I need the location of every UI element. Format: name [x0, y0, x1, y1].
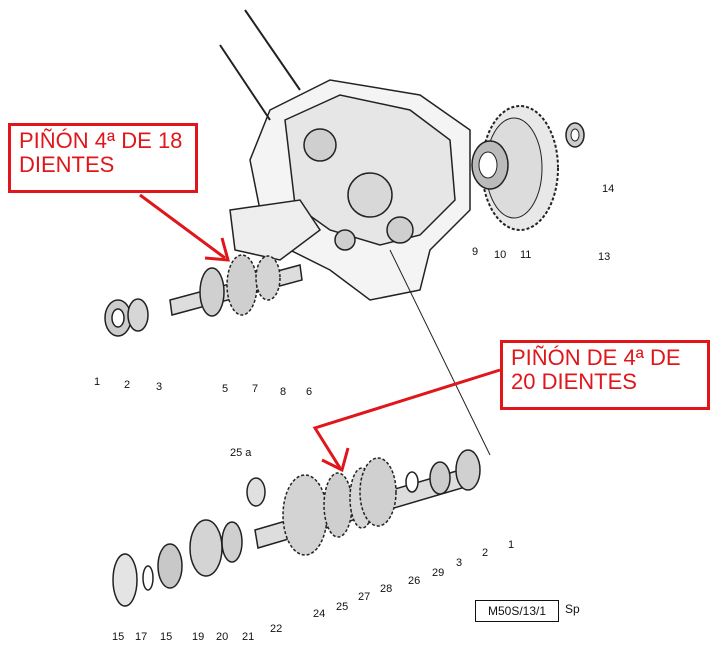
label-19: 19	[192, 631, 204, 643]
lower-left-parts	[112, 477, 266, 607]
arrow-bottom	[312, 368, 501, 473]
callout-18-teeth: PIÑÓN 4ª DE 18 DIENTES	[8, 123, 198, 193]
callout-20-teeth: PIÑÓN DE 4ª DE 20 DIENTES	[500, 340, 710, 410]
label-3-bottom: 3	[456, 557, 462, 569]
gearbox-casing	[229, 79, 471, 301]
casing-studs	[219, 9, 301, 121]
label-13: 13	[598, 251, 610, 263]
small-bearing-13	[565, 122, 585, 148]
reference-code: M50S/13/1	[475, 600, 559, 622]
label-29: 29	[432, 567, 444, 579]
lower-shaft-assembly	[254, 449, 481, 556]
label-5: 5	[222, 383, 228, 395]
label-7: 7	[252, 383, 258, 395]
large-gear-11	[471, 105, 559, 231]
label-2-bottom: 2	[482, 547, 488, 559]
label-15-left: 15	[112, 631, 124, 643]
label-17: 17	[135, 631, 147, 643]
label-20: 20	[216, 631, 228, 643]
label-1-bottom: 1	[508, 539, 514, 551]
label-2-top: 2	[124, 379, 130, 391]
assembly-guide-line	[389, 249, 491, 456]
label-22: 22	[270, 623, 282, 635]
label-15-right: 15	[160, 631, 172, 643]
label-25a: 25 a	[230, 447, 252, 459]
label-24: 24	[313, 608, 325, 620]
label-26: 26	[408, 575, 420, 587]
label-8: 8	[280, 386, 286, 398]
arrow-top	[139, 193, 231, 262]
reference-suffix: Sp	[565, 602, 580, 616]
label-27: 27	[358, 591, 370, 603]
label-3-top: 3	[156, 381, 162, 393]
label-1-top: 1	[94, 376, 100, 388]
label-9: 9	[472, 246, 478, 258]
label-25: 25	[336, 601, 348, 613]
label-11: 11	[520, 249, 531, 261]
label-10: 10	[494, 249, 506, 261]
bearing-1-top	[104, 298, 149, 337]
label-28: 28	[380, 583, 392, 595]
label-14: 14	[602, 183, 614, 195]
part-numbers: 1 2 3 5 7 8 6 9 10 11 13 14 25 a 15 17 1…	[94, 183, 614, 643]
label-6: 6	[306, 386, 312, 398]
upper-shaft-assembly	[169, 254, 303, 317]
label-21: 21	[242, 631, 254, 643]
